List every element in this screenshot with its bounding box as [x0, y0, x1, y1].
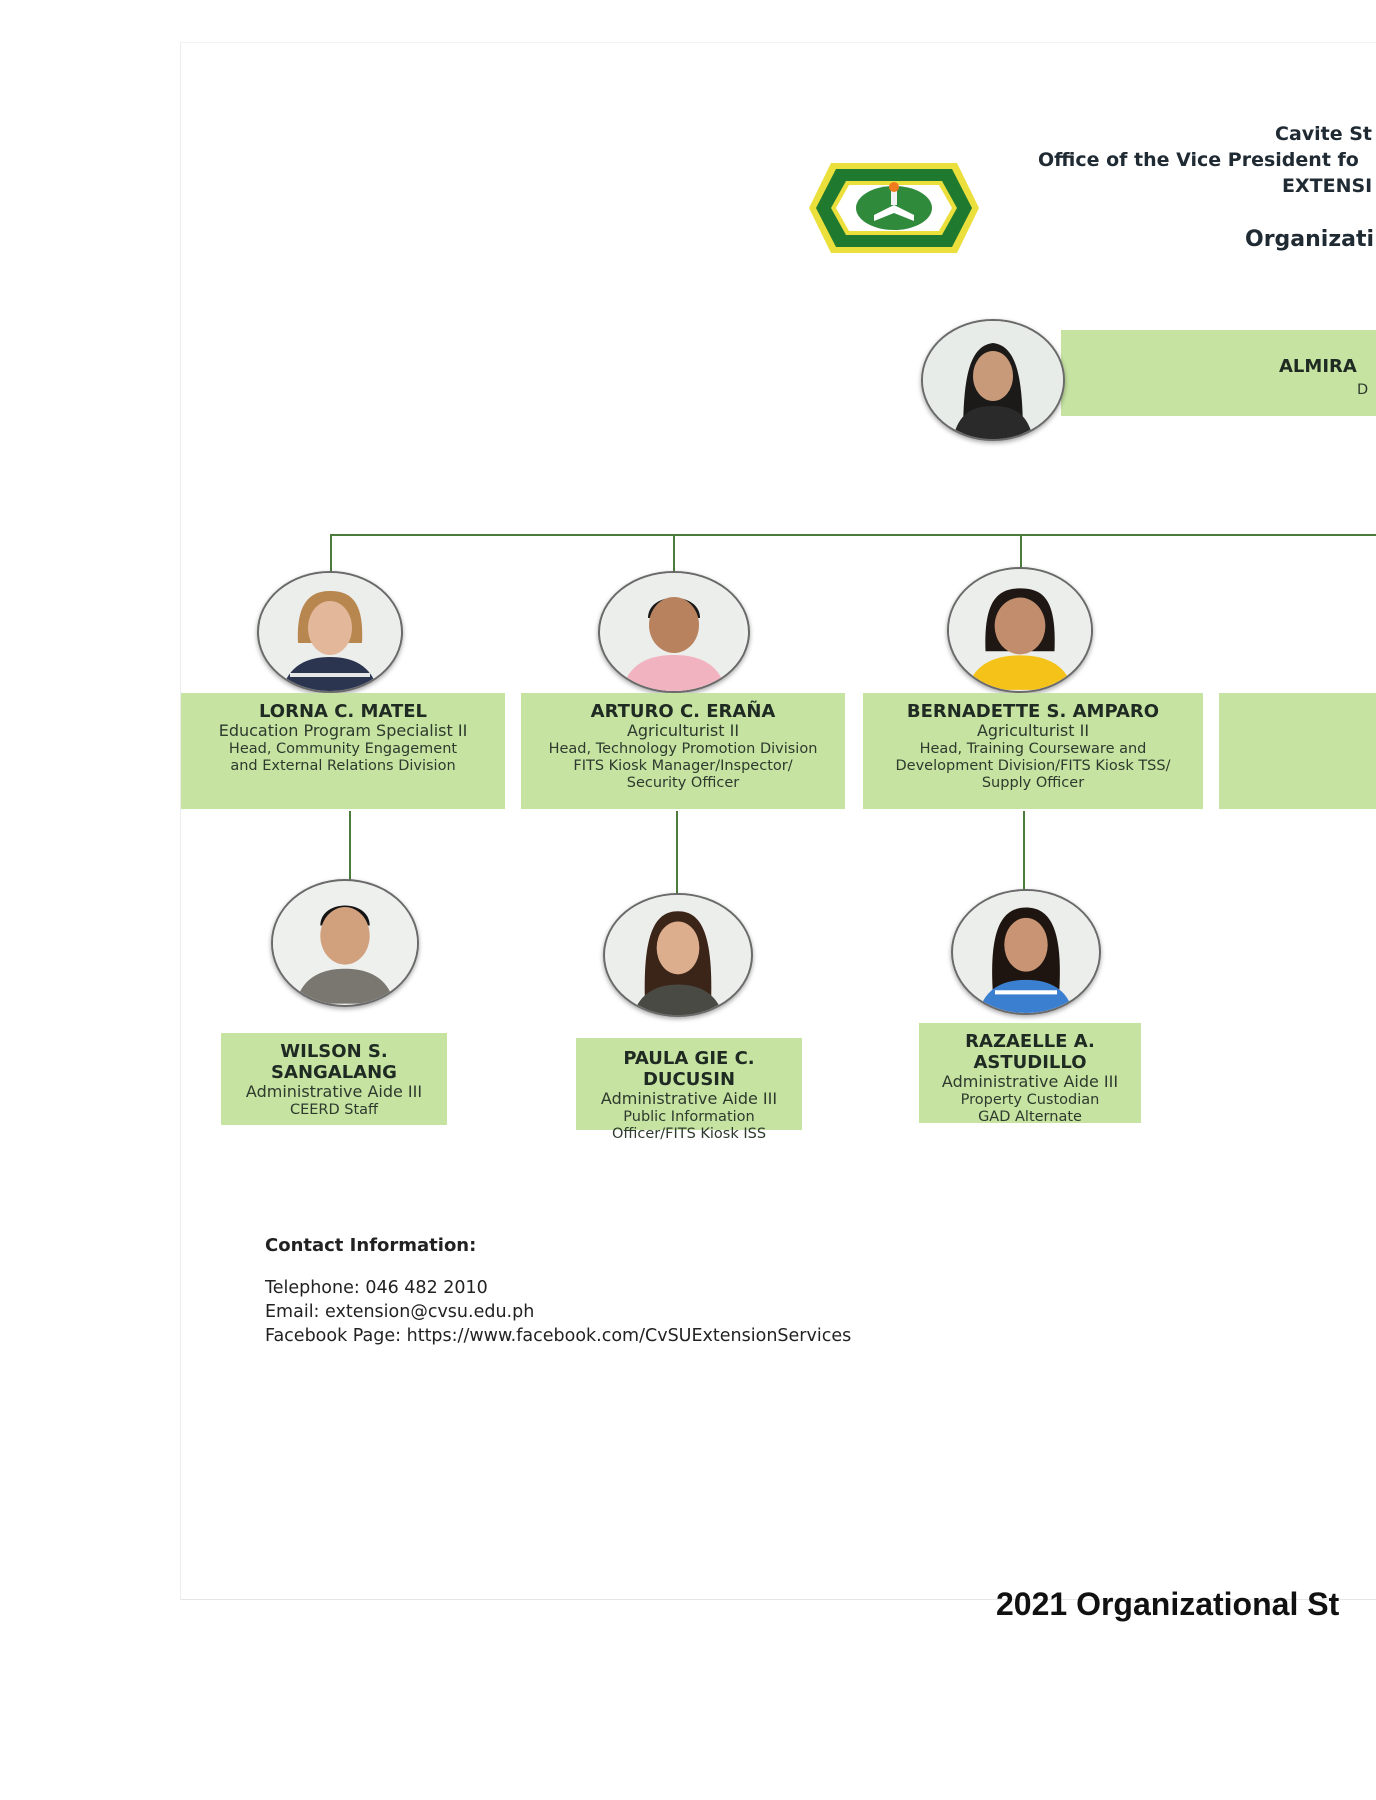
- person-role: Security Officer: [626, 775, 740, 792]
- person-role: Supply Officer: [981, 775, 1085, 792]
- person-role: Public Information: [623, 1109, 755, 1126]
- person-photo-wilson: [271, 879, 419, 1007]
- director-box: ALMIRA D: [1061, 330, 1376, 416]
- person-photo-razaelle: [951, 889, 1101, 1015]
- person-portrait-icon: [923, 321, 1063, 439]
- person-portrait-icon: [606, 895, 750, 1015]
- person-role: CEERD Staff: [289, 1102, 379, 1119]
- connector-staff-3: [1023, 811, 1025, 891]
- person-portrait-icon: [953, 891, 1099, 1013]
- person-box-lorna: LORNA C. MATEL Education Program Special…: [181, 693, 505, 809]
- person-title: Agriculturist II: [976, 721, 1090, 741]
- contact-info: Contact Information: Telephone: 046 482 …: [265, 1235, 851, 1348]
- person-portrait-icon: [604, 573, 744, 691]
- person-box-cut-off: [1219, 693, 1376, 809]
- header-chart-title: Organizati: [1245, 227, 1375, 252]
- person-role: Head, Community Engagement: [228, 741, 458, 758]
- contact-telephone: Telephone: 046 482 2010: [265, 1278, 488, 1298]
- person-title: Administrative Aide III: [245, 1082, 423, 1102]
- person-box-wilson: WILSON S. SANGALANG Administrative Aide …: [221, 1033, 447, 1125]
- contact-facebook: Facebook Page: https://www.facebook.com/…: [265, 1326, 852, 1346]
- connector-drop-1: [330, 534, 332, 574]
- person-title: Education Program Specialist II: [218, 721, 468, 741]
- person-name: ARTURO C. ERAÑA: [590, 701, 776, 722]
- director-title: D: [1357, 382, 1369, 398]
- person-box-bernadette: BERNADETTE S. AMPARO Agriculturist II He…: [863, 693, 1203, 809]
- connector-staff-2: [676, 811, 678, 901]
- university-seal-icon: [809, 153, 979, 263]
- person-role: Development Division/FITS Kiosk TSS/: [895, 758, 1171, 775]
- person-box-paula: PAULA GIE C. DUCUSIN Administrative Aide…: [576, 1038, 802, 1142]
- person-role: Head, Training Courseware and: [919, 741, 1147, 758]
- director-photo: [921, 319, 1065, 441]
- figure-caption: 2021 Organizational St: [996, 1586, 1340, 1622]
- connector-drop-2: [673, 534, 675, 574]
- person-photo-lorna: [257, 571, 403, 693]
- connector-drop-3: [1020, 534, 1022, 574]
- person-role: and External Relations Division: [230, 758, 456, 775]
- contact-email: Email: extension@cvsu.edu.ph: [265, 1302, 535, 1322]
- person-title: Administrative Aide III: [600, 1089, 778, 1109]
- connector-horizontal: [330, 534, 1376, 536]
- person-role: GAD Alternate: [978, 1109, 1082, 1126]
- person-role: Officer/FITS Kiosk ISS: [611, 1126, 767, 1143]
- person-portrait-icon: [273, 882, 417, 1004]
- person-photo-arturo: [598, 571, 750, 693]
- person-photo-paula: [603, 893, 753, 1017]
- person-role: Head, Technology Promotion Division: [548, 741, 818, 758]
- person-name: BERNADETTE S. AMPARO: [906, 701, 1160, 722]
- header-unit-name: EXTENSI: [1282, 175, 1373, 197]
- person-name: PAULA GIE C. DUCUSIN: [623, 1048, 755, 1091]
- person-name: RAZAELLE A. ASTUDILLO: [965, 1031, 1095, 1074]
- director-name: ALMIRA: [1279, 356, 1357, 377]
- person-box-arturo: ARTURO C. ERAÑA Agriculturist II Head, T…: [521, 693, 845, 809]
- person-portrait-icon: [949, 570, 1091, 690]
- person-title: Administrative Aide III: [941, 1072, 1119, 1092]
- document-sheet: Cavite St Office of the Vice President f…: [180, 42, 1376, 1600]
- person-role: Property Custodian: [960, 1092, 1100, 1109]
- person-name: LORNA C. MATEL: [258, 701, 428, 722]
- contact-heading: Contact Information:: [265, 1235, 477, 1256]
- header-university-name: Cavite St: [1275, 123, 1373, 145]
- person-portrait-icon: [260, 573, 400, 691]
- person-title: Agriculturist II: [626, 721, 740, 741]
- person-name: WILSON S. SANGALANG: [271, 1041, 397, 1084]
- person-box-razaelle: RAZAELLE A. ASTUDILLO Administrative Aid…: [919, 1023, 1141, 1126]
- connector-staff-1: [349, 811, 351, 885]
- header-office-name: Office of the Vice President fo: [1038, 149, 1359, 171]
- person-photo-bernadette: [947, 567, 1093, 693]
- person-role: FITS Kiosk Manager/Inspector/: [573, 758, 793, 775]
